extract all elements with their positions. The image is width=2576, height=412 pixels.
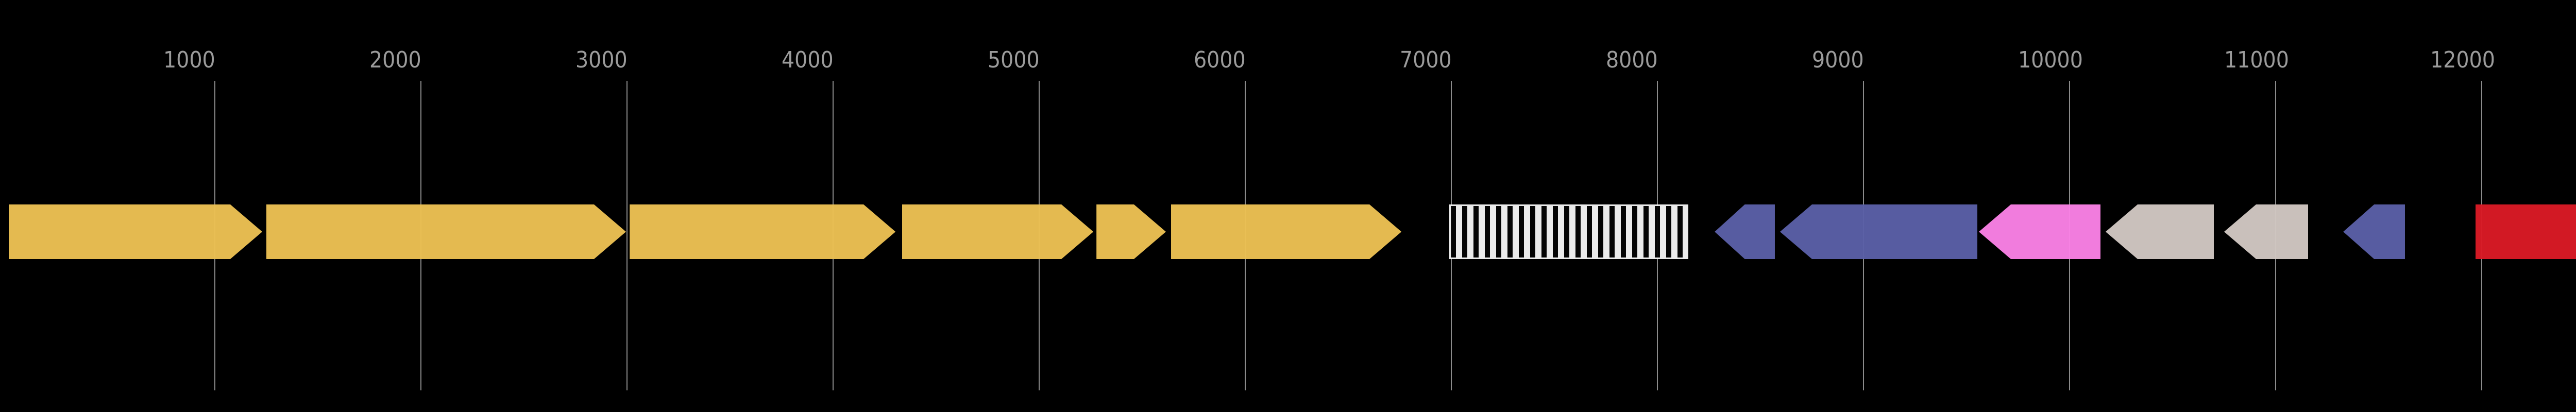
gene-arrow-reverse[interactable] (1715, 204, 1775, 259)
ruler-tick-label: 3000 (575, 47, 628, 73)
gene-arrow-forward[interactable] (9, 204, 262, 259)
ruler-tick-label: 2000 (369, 47, 421, 73)
gene-arrow-forward[interactable] (1096, 204, 1166, 259)
hatched-region[interactable] (1449, 204, 1688, 259)
gene-arrow-forward[interactable] (630, 204, 896, 259)
ruler-tick-label: 9000 (1812, 47, 1864, 73)
ruler-tick-label: 4000 (782, 47, 834, 73)
ruler-tick-label: 7000 (1400, 47, 1452, 73)
gene-arrow-reverse[interactable] (2106, 204, 2214, 259)
gene-arrow-reverse[interactable] (1780, 204, 1978, 259)
gene-arrow-reverse[interactable] (2343, 204, 2405, 259)
ruler-tick-label: 8000 (1606, 47, 1658, 73)
ruler-tick-label: 1000 (163, 47, 215, 73)
gene-arrow-forward[interactable] (1171, 204, 1402, 259)
gene-arrow-reverse[interactable] (1979, 204, 2100, 259)
gene-arrow-forward[interactable] (2476, 204, 2576, 259)
ruler-tick-label: 5000 (988, 47, 1040, 73)
gene-arrow-forward[interactable] (266, 204, 626, 259)
gene-arrow-forward[interactable] (902, 204, 1094, 259)
ruler-gridline (626, 81, 628, 390)
ruler-tick-label: 6000 (1194, 47, 1246, 73)
ruler-tick-label: 10000 (2018, 47, 2083, 73)
gene-arrow-reverse[interactable] (2224, 204, 2309, 259)
ruler-tick-label: 11000 (2224, 47, 2289, 73)
ruler-tick-label: 12000 (2430, 47, 2495, 73)
